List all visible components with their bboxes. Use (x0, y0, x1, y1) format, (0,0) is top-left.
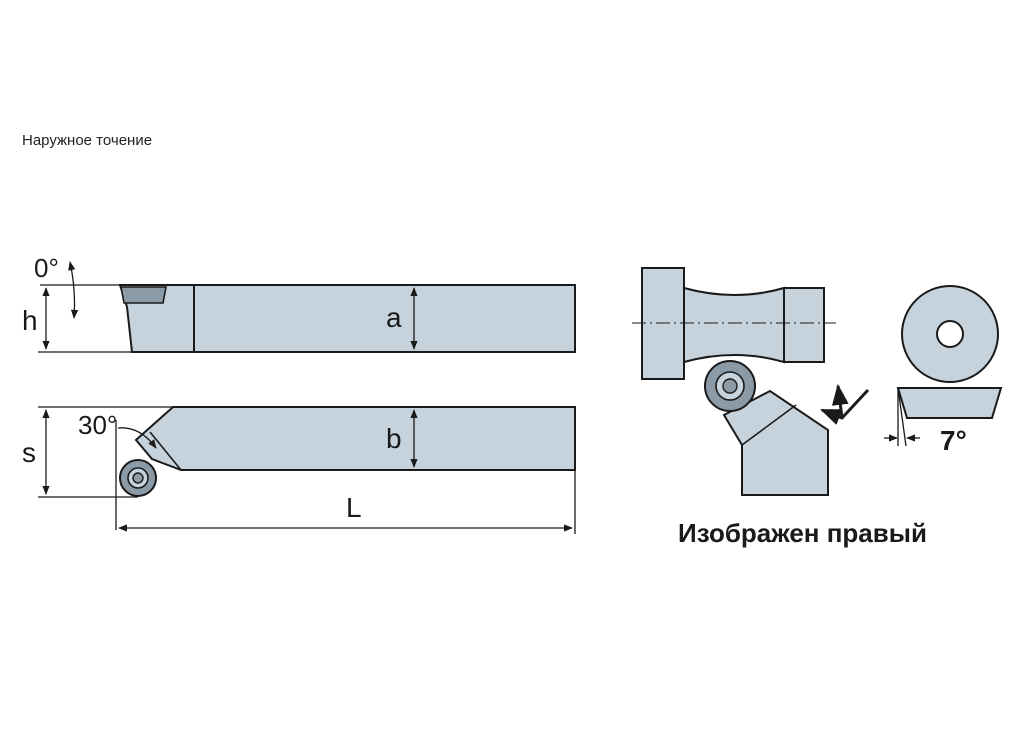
holder-plan-view (119, 406, 576, 497)
holder-head-plan (134, 406, 576, 471)
s-label: s (22, 437, 36, 468)
insert-detail (896, 285, 1003, 419)
feed-direction-arrows (820, 383, 870, 425)
angle-top-label: 0° (34, 253, 59, 283)
holder-top-view (118, 284, 576, 353)
clearance-angle-label: 7° (940, 425, 967, 456)
insert-side-view (896, 387, 1003, 419)
insert-top (120, 286, 167, 304)
b-label: b (386, 423, 402, 454)
L-label: L (346, 492, 362, 523)
dimension-s (38, 406, 173, 498)
holder-shank-top (193, 284, 576, 353)
clearance-angle-indicator (884, 387, 920, 447)
page-title: Наружное точение (22, 132, 153, 149)
angle-zero-indicator (40, 261, 120, 319)
dimension-h (38, 287, 132, 353)
caption: Изображен правый (678, 518, 927, 548)
a-label: a (386, 302, 402, 333)
dimension-L (118, 470, 576, 534)
angle-30-label: 30° (78, 410, 117, 440)
angle-30-indicator (115, 420, 157, 530)
workpiece (632, 267, 836, 380)
holder-schematic (704, 360, 829, 496)
h-label: h (22, 305, 38, 336)
